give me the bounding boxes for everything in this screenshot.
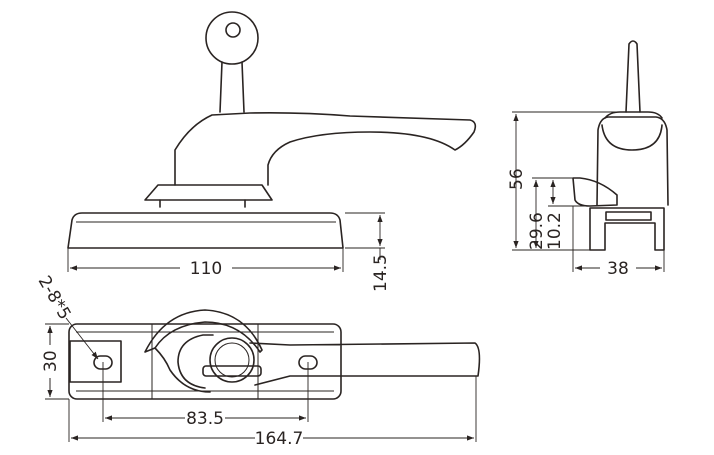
side-base bbox=[589, 207, 665, 251]
side-slot bbox=[605, 211, 652, 221]
dim-ext bbox=[345, 212, 385, 249]
dim-38-label: 38 bbox=[607, 259, 629, 279]
dim-83-5-label: 83.5 bbox=[186, 409, 224, 429]
side-lever bbox=[572, 177, 618, 207]
side-window bbox=[601, 124, 663, 151]
dim-ext bbox=[512, 111, 625, 251]
dim-110-label: 110 bbox=[190, 259, 222, 279]
handle-boss bbox=[144, 184, 273, 201]
cam-d-shape bbox=[177, 334, 214, 389]
dim-29-6-label: 29.6 bbox=[527, 212, 547, 250]
dim-56-label: 56 bbox=[507, 168, 527, 190]
key-stem bbox=[219, 61, 245, 113]
dim-10-2-label: 10.2 bbox=[545, 212, 565, 250]
front-view: 110 14.5 bbox=[67, 11, 477, 292]
key-bar bbox=[202, 365, 262, 377]
boss-feet bbox=[159, 199, 246, 208]
side-stem bbox=[625, 40, 641, 113]
top-lever bbox=[249, 342, 481, 386]
cam-body bbox=[154, 347, 211, 393]
key-hole bbox=[225, 22, 241, 38]
dim-14-5-label: 14.5 bbox=[371, 254, 391, 292]
cam-arc bbox=[144, 309, 263, 353]
knob-ring bbox=[209, 337, 255, 383]
base-plate bbox=[67, 212, 344, 249]
side-view: 56 29.6 10.2 38 bbox=[507, 40, 669, 279]
dim-164-7-label: 164.7 bbox=[255, 429, 304, 449]
dim-30-label: 30 bbox=[41, 350, 61, 372]
top-plate bbox=[68, 323, 342, 400]
side-body bbox=[596, 116, 669, 206]
left-pad bbox=[69, 340, 122, 383]
side-cap bbox=[604, 111, 663, 119]
lever-edges bbox=[290, 344, 340, 377]
hole-leader bbox=[65, 317, 99, 360]
knob-inner bbox=[214, 342, 250, 378]
top-view: 30 83.5 164.7 2-8*5 bbox=[34, 273, 481, 449]
key-head bbox=[205, 11, 259, 65]
hole-spec-label: 2-8*5 bbox=[34, 273, 75, 324]
handle-lever bbox=[174, 112, 477, 186]
